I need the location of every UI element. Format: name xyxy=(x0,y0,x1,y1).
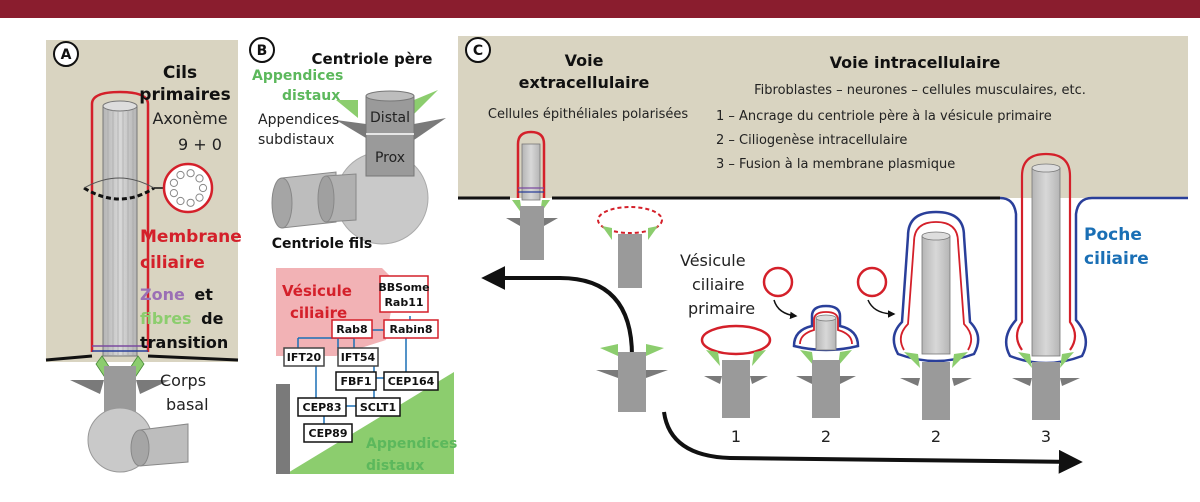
appendices-distaux-b2-line2: distaux xyxy=(366,458,424,474)
protein-cep164: CEP164 xyxy=(388,375,435,388)
voie-extracellulaire-line2: extracellulaire xyxy=(519,73,650,92)
poche-ciliaire-line2: ciliaire xyxy=(1084,249,1149,269)
axoneme-doublet xyxy=(169,178,178,187)
voie-extracellulaire-line1: Voie xyxy=(565,51,604,70)
et-word: et xyxy=(194,285,213,304)
stage-label-2a: 2 xyxy=(821,427,831,446)
protein-bbsome: BBSome xyxy=(378,281,429,294)
stage-label-1: 1 xyxy=(731,427,741,446)
step-1-label: 1 – Ancrage du centriole père à la vésic… xyxy=(716,109,1052,124)
axoneme-doublet xyxy=(195,174,204,183)
stage-label-3: 3 xyxy=(1041,427,1051,446)
panel-a-letter: A xyxy=(61,47,72,63)
zone-word: Zone xyxy=(140,285,185,304)
centriole-fils-label: Centriole fils xyxy=(272,236,372,252)
axoneme-doublet xyxy=(176,196,185,206)
membrane-ciliaire-line1: Membrane xyxy=(140,227,242,247)
protein-rabin8: Rabin8 xyxy=(389,323,432,336)
stage-label-2b: 2 xyxy=(931,427,941,446)
membrane-ciliaire-line2: ciliaire xyxy=(140,253,205,273)
panel-c: C Voie extracellulaire Cellules épithéli… xyxy=(458,36,1188,474)
top-bar xyxy=(0,0,1200,18)
fibroblastes-label: Fibroblastes – neurones – cellules muscu… xyxy=(754,83,1086,98)
protein-cep83: CEP83 xyxy=(303,401,342,414)
axoneme-doublet xyxy=(195,193,204,202)
cils-primaires-line2: primaires xyxy=(139,85,230,105)
step-3-label: 3 – Fusion à la membrane plasmique xyxy=(716,157,955,172)
vesicule-primaire-line1: Vésicule xyxy=(680,251,746,270)
panel-c-letter: C xyxy=(473,43,483,59)
prox-label: Prox xyxy=(375,150,405,166)
appendices-subdistaux-line2: subdistaux xyxy=(258,132,334,148)
corps-basal-line1: Corps xyxy=(160,371,206,390)
appendices-distaux-line1: Appendices xyxy=(252,68,343,84)
transition-word: transition xyxy=(140,333,228,352)
protein-ift20: IFT20 xyxy=(287,351,322,364)
panel-a: A Cils primaires Axonème 9 + 0 Membrane … xyxy=(45,40,242,473)
protein-fbf1: FBF1 xyxy=(340,375,371,388)
protein-sclt1: SCLT1 xyxy=(360,401,396,414)
appendices-distaux-b2-line1: Appendices xyxy=(366,436,457,452)
appendices-distaux-line2: distaux xyxy=(282,88,340,104)
step-2-label: 2 – Ciliogenèse intracellulaire xyxy=(716,133,907,148)
cils-primaires-line1: Cils xyxy=(163,63,197,83)
vesicule-ciliaire-b-line2: ciliaire xyxy=(290,304,347,322)
protein-rab11: Rab11 xyxy=(384,296,423,309)
vesicule-primaire-line3: primaire xyxy=(688,299,755,318)
axoneme-doublet xyxy=(198,183,208,193)
distal-label: Distal xyxy=(370,110,410,126)
poche-ciliaire-line1: Poche xyxy=(1084,225,1142,245)
centriole-pere-label: Centriole père xyxy=(312,50,433,68)
voie-intracellulaire: Voie intracellulaire xyxy=(830,53,1001,72)
transition-label-line2: fibres de xyxy=(140,309,224,328)
vesicule-ciliaire-b-line1: Vésicule xyxy=(282,282,352,300)
transition-label-line1: Zone et xyxy=(140,285,213,304)
axoneme-doublet xyxy=(169,189,178,198)
cellules-epitheliales: Cellules épithéliales polarisées xyxy=(488,107,688,122)
appendices-subdistaux-line1: Appendices xyxy=(258,112,339,128)
axoneme-section-dots xyxy=(169,169,208,207)
axoneme-doublet xyxy=(176,170,185,180)
axoneme-doublet xyxy=(186,198,195,207)
de-word: de xyxy=(201,309,223,328)
protein-cep89: CEP89 xyxy=(309,427,348,440)
axoneme-formula: 9 + 0 xyxy=(178,135,222,154)
axoneme-doublet xyxy=(186,169,195,178)
axoneme-label: Axonème xyxy=(152,109,227,128)
corps-basal-line2: basal xyxy=(166,395,209,414)
panel-b-letter: B xyxy=(257,43,268,59)
protein-rab8: Rab8 xyxy=(336,323,367,336)
vesicule-primaire-line2: ciliaire xyxy=(692,275,744,294)
fibres-word: fibres xyxy=(140,309,192,328)
panel-b: B Centriole père Distal Prox Appendices … xyxy=(249,37,457,474)
protein-ift54: IFT54 xyxy=(341,351,376,364)
